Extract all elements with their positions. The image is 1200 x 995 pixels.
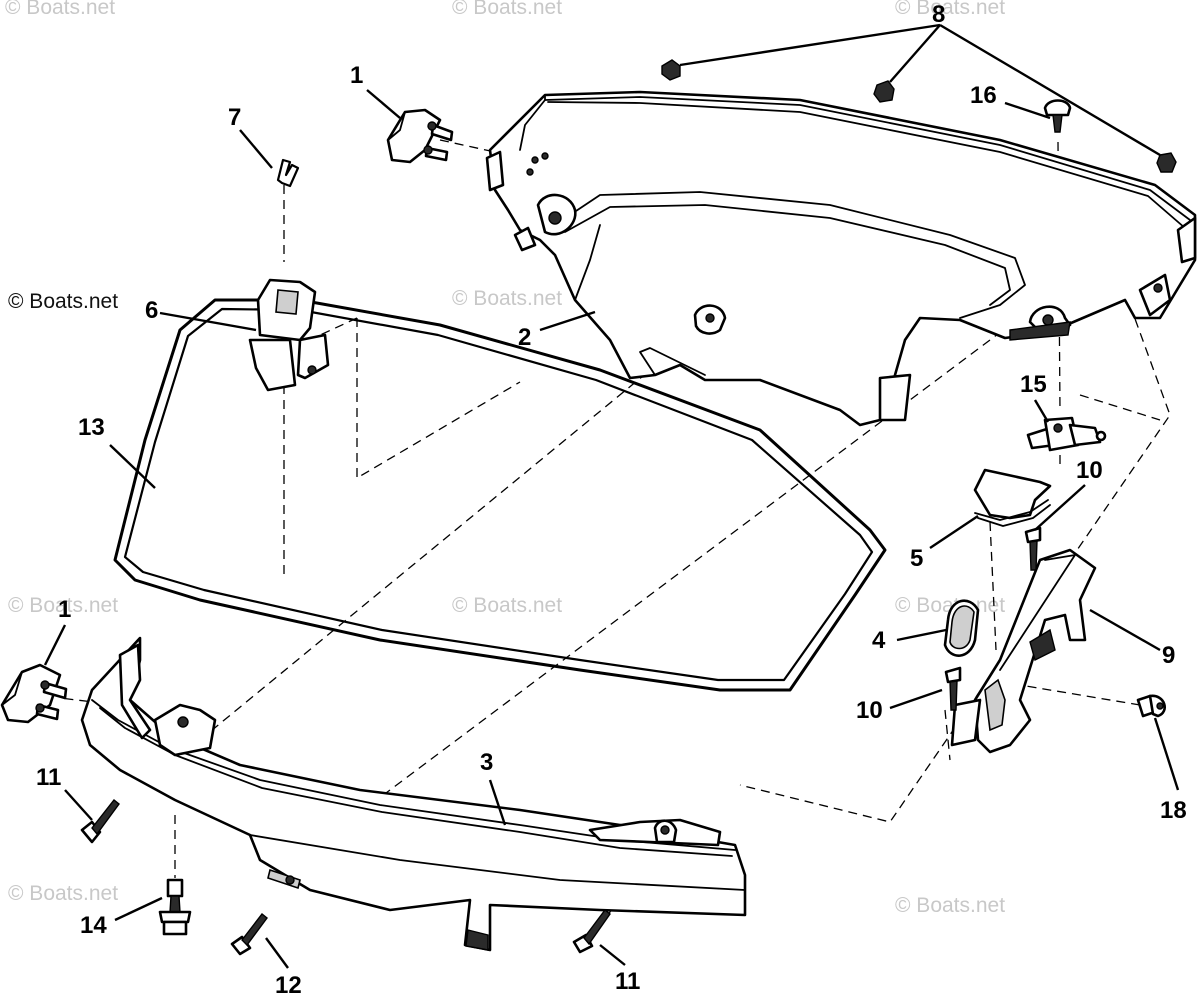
callout-labels: 1 7 8 16 © Boats.net 6 2 13 15 10 5 1 4 … [8, 1, 1187, 995]
callout-8: 8 [932, 1, 945, 28]
watermark: © Boats.net [8, 882, 118, 905]
watermark: © Boats.net [895, 0, 1005, 19]
callout-6: 6 [145, 297, 158, 324]
part-9-mount [950, 548, 1097, 754]
part-11-screws [80, 799, 611, 954]
part-4-pad [943, 599, 980, 657]
callout-13: 13 [78, 414, 105, 441]
leader-lines [43, 23, 1180, 969]
watermark: © Boats.net [452, 0, 562, 19]
callout-1-lower: 1 [58, 596, 71, 623]
watermark: © Boats.net [452, 287, 562, 310]
part-7-clip [276, 158, 300, 188]
callout-16: 16 [970, 82, 997, 109]
part-8-nuts [661, 59, 1177, 173]
part-10-screws [944, 526, 1042, 711]
callout-14: 14 [80, 912, 107, 939]
part-6-latch [248, 278, 330, 392]
callout-3: 3 [480, 749, 493, 776]
part-12-screw [230, 913, 268, 956]
watermark: © Boats.net [895, 894, 1005, 917]
callout-12: 12 [275, 972, 302, 995]
part-5-bracket [973, 468, 1052, 527]
part-16-screw [1043, 99, 1072, 133]
part-1-bracket-lower [0, 663, 68, 724]
lower-cowl [80, 636, 747, 952]
callout-11-right: 11 [615, 968, 640, 995]
callout-9: 9 [1162, 642, 1175, 669]
callout-1-upper: 1 [350, 62, 363, 89]
watermark: © Boats.net [452, 594, 562, 617]
callout-5: 5 [910, 545, 923, 572]
callout-2: 2 [518, 324, 531, 351]
upper-cowl [485, 90, 1197, 427]
part-15-connector [1026, 416, 1107, 452]
callout-10-upper: 10 [1076, 457, 1103, 484]
watermark: © Boats.net [5, 0, 115, 19]
watermark: © Boats.net [8, 594, 118, 617]
seal [113, 298, 887, 692]
callout-10-lower: 10 [856, 697, 883, 724]
callout-7: 7 [228, 104, 241, 131]
callout-11-left: 11 [36, 764, 61, 791]
part-18-grommet [1136, 694, 1166, 718]
copyright-label: © Boats.net [8, 290, 118, 313]
callout-4: 4 [872, 627, 886, 654]
part-14-stud [158, 878, 192, 936]
callout-15: 15 [1020, 371, 1047, 398]
callout-18: 18 [1160, 797, 1187, 824]
part-1-bracket-upper [386, 108, 454, 164]
